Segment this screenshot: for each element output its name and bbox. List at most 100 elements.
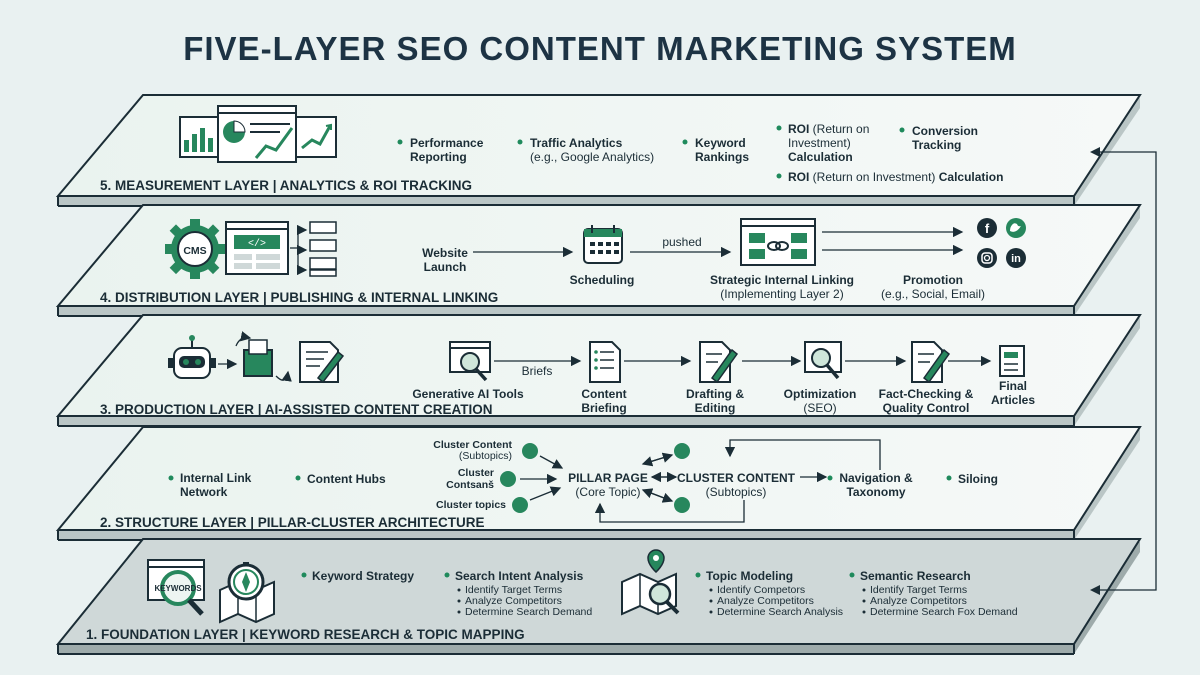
drafting-icon <box>699 341 739 384</box>
facebook-icon <box>977 218 997 238</box>
map-pin-search-icon <box>621 549 680 616</box>
keywords-search-icon: KEYWORDS <box>147 559 205 616</box>
gen-ai-search-icon <box>449 341 491 382</box>
svg-text:CMS: CMS <box>183 245 206 257</box>
drafting-label: Drafting & <box>686 387 744 401</box>
svg-text:(Subtopics): (Subtopics) <box>459 450 512 462</box>
layer-3-title: 3. PRODUCTION LAYER | AI-ASSISTED CONTEN… <box>100 402 493 417</box>
pushed-label: pushed <box>662 235 701 249</box>
content-pipeline-icon <box>235 331 345 384</box>
svg-text:(Implementing Layer 2): (Implementing Layer 2) <box>720 287 843 301</box>
svg-text:Determine Search Demand: Determine Search Demand <box>465 606 592 618</box>
layer-distribution: CMS </> Website Launch <box>55 204 1142 317</box>
item-keyword: Keyword <box>695 136 746 150</box>
svg-text:Contsanš: Contsanš <box>446 479 494 491</box>
svg-text:Editing: Editing <box>695 401 736 415</box>
svg-text:Analyze Competitors: Analyze Competitors <box>717 595 814 607</box>
final-articles-label: Final <box>999 379 1027 393</box>
website-launch-label: Website <box>422 246 468 260</box>
svg-text:(e.g., Social, Email): (e.g., Social, Email) <box>881 287 985 301</box>
cluster-content-left: Cluster Content <box>433 439 512 451</box>
item-roi-investment: Investment) <box>788 136 851 150</box>
robot-icon <box>168 335 238 379</box>
item-conversion: Conversion <box>912 124 978 138</box>
item-traffic-analytics-note: (e.g., Google Analytics) <box>530 150 654 164</box>
compass-map-icon <box>219 562 275 624</box>
svg-text:Analyze Competitors: Analyze Competitors <box>465 595 562 607</box>
svg-text:Network: Network <box>180 485 228 499</box>
layer-1-title: 1. FOUNDATION LAYER | KEYWORD RESEARCH &… <box>86 627 525 642</box>
content-hubs: Content Hubs <box>307 472 386 486</box>
instagram-icon <box>977 248 997 268</box>
svg-text:Identify Target Terms: Identify Target Terms <box>870 584 967 596</box>
svg-text:Determine Search Fox Demand: Determine Search Fox Demand <box>870 606 1018 618</box>
calendar-icon <box>583 225 623 264</box>
pillar-page: PILLAR PAGE <box>568 471 648 485</box>
internal-linking-icon <box>740 218 816 266</box>
cluster-node-5 <box>674 497 690 513</box>
content-briefing-label: Content <box>581 387 626 401</box>
scheduling-label: Scheduling <box>570 273 635 287</box>
linkedin-icon <box>1006 248 1026 268</box>
briefs-label: Briefs <box>522 364 553 378</box>
svg-text:Quality Control: Quality Control <box>883 401 970 415</box>
layer-2-title: 2. STRUCTURE LAYER | PILLAR-CLUSTER ARCH… <box>100 515 485 530</box>
keyword-strategy: Keyword Strategy <box>312 569 414 583</box>
navigation-taxonomy: Navigation & <box>839 471 913 485</box>
cluster-node-4 <box>674 443 690 459</box>
svg-text:Determine Search Analysis: Determine Search Analysis <box>717 606 843 618</box>
generative-ai-label: Generative AI Tools <box>412 387 524 401</box>
final-articles-icon <box>999 345 1025 377</box>
website-screen-icon: </> <box>225 221 337 277</box>
item-traffic-analytics: Traffic Analytics <box>530 136 623 150</box>
item-tracking: Tracking <box>912 138 961 152</box>
cluster-node-3 <box>512 497 528 513</box>
cluster-node-1 <box>522 443 538 459</box>
layer-foundation: KEYWORDS Keyword Strategy Search Intent … <box>55 538 1142 655</box>
linking-label: Strategic Internal Linking <box>710 273 854 287</box>
measurement-items: Performance Reporting Traffic Analytics … <box>397 122 1003 184</box>
item-roi-1: ROI (Return on <box>788 122 869 136</box>
optimization-icon <box>804 341 842 380</box>
item-roi-2: ROI (Return on Investment) Calculation <box>788 170 1003 184</box>
semantic-research: Semantic Research <box>860 569 971 583</box>
item-performance: Performance <box>410 136 484 150</box>
layer-production: Generative AI Tools Briefs Content Brief… <box>55 314 1142 427</box>
fact-checking-label: Fact-Checking & <box>879 387 974 401</box>
svg-text:</>: </> <box>248 238 266 250</box>
layer-5-title: 5. MEASUREMENT LAYER | ANALYTICS & ROI T… <box>100 178 472 193</box>
topic-modeling: Topic Modeling <box>706 569 793 583</box>
layer-measurement: Performance Reporting Traffic Analytics … <box>55 94 1142 207</box>
promotion-label: Promotion <box>903 273 963 287</box>
svg-text:Analyze Competitors: Analyze Competitors <box>870 595 967 607</box>
cluster-node-2 <box>500 471 516 487</box>
cluster-contsans: Cluster <box>458 467 494 479</box>
svg-text:Taxonomy: Taxonomy <box>846 485 905 499</box>
analytics-dashboard-icon <box>179 105 337 163</box>
svg-text:in: in <box>1011 253 1021 265</box>
feedback-loop-arrow <box>1090 147 1157 595</box>
svg-text:Articles: Articles <box>991 393 1035 407</box>
svg-text:Launch: Launch <box>424 260 467 274</box>
item-roi-calculation: Calculation <box>788 150 853 164</box>
svg-text:(Core Topic): (Core Topic) <box>575 485 640 499</box>
cms-gear-icon: CMS <box>165 219 225 279</box>
page-title: FIVE-LAYER SEO CONTENT MARKETING SYSTEM <box>183 30 1017 67</box>
svg-text:f: f <box>985 221 990 236</box>
svg-text:(Subtopics): (Subtopics) <box>706 485 767 499</box>
svg-text:KEYWORDS: KEYWORDS <box>154 584 202 593</box>
layer-4-title: 4. DISTRIBUTION LAYER | PUBLISHING & INT… <box>100 290 498 305</box>
search-intent-analysis: Search Intent Analysis <box>455 569 584 583</box>
social-icons: f in <box>977 218 1026 268</box>
svg-text:(SEO): (SEO) <box>803 401 836 415</box>
item-rankings: Rankings <box>695 150 749 164</box>
layer-structure: Internal Link Network Content Hubs Clust… <box>55 426 1142 541</box>
briefing-doc-icon <box>589 341 621 383</box>
item-reporting: Reporting <box>410 150 467 164</box>
svg-text:Identify Target Terms: Identify Target Terms <box>465 584 562 596</box>
fact-check-icon <box>911 341 951 384</box>
svg-text:Identify Competors: Identify Competors <box>717 584 805 596</box>
cluster-content: CLUSTER CONTENT <box>677 471 796 485</box>
